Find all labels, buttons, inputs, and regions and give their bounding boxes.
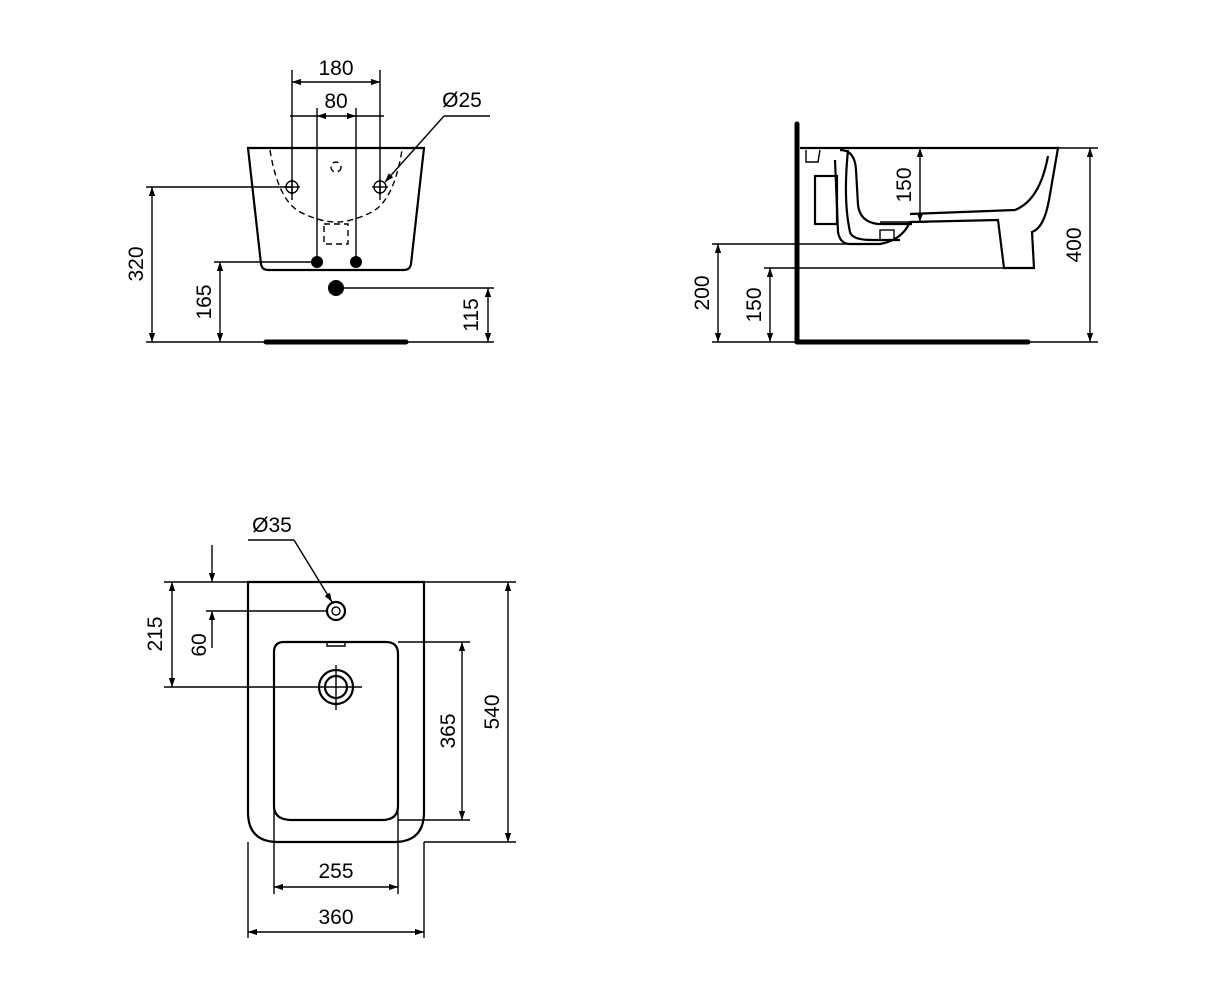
tap-hole (325, 600, 347, 622)
front-view: 180 80 Ø25 320 165 115 (125, 57, 494, 345)
dim-bowl-depth: 150 (893, 167, 916, 202)
front-view-waste-outlet-dashed (323, 223, 349, 245)
leader-dia-25 (384, 115, 445, 183)
dim-total-width: 360 (318, 906, 353, 929)
dim-tap-hole-dia: Ø35 (252, 514, 292, 537)
dim-bowl-length: 365 (437, 713, 460, 748)
dim-total-height: 400 (1063, 227, 1086, 262)
dim-total-length: 540 (481, 694, 504, 729)
leader-dia-35 (293, 539, 333, 603)
dim-offset-total: 215 (144, 616, 167, 651)
dim-bowl-width: 255 (318, 860, 353, 883)
dim-height-b: 150 (743, 287, 766, 322)
front-view-body-outline (246, 146, 426, 272)
front-view-tap-hole-dashed (330, 161, 342, 173)
dim-height-fix: 320 (125, 246, 148, 281)
side-view: 150 400 200 150 (691, 121, 1098, 345)
top-view-body-outline (246, 580, 426, 844)
side-view-fixing-bracket (813, 174, 839, 226)
dim-height-a: 200 (691, 275, 714, 310)
waste-outlet (312, 665, 362, 710)
dim-width-inner: 80 (324, 90, 347, 113)
top-view: Ø35 60 215 365 540 255 360 (144, 514, 516, 938)
dim-height-supply: 165 (193, 284, 216, 319)
dim-offset-tap: 60 (188, 633, 211, 656)
front-view-bowl-dashed (269, 149, 403, 223)
dim-height-waste: 115 (460, 298, 483, 331)
dim-width-outer: 180 (318, 57, 353, 80)
dim-hole-dia: Ø25 (442, 89, 482, 112)
side-view-body-outline (800, 146, 1060, 270)
